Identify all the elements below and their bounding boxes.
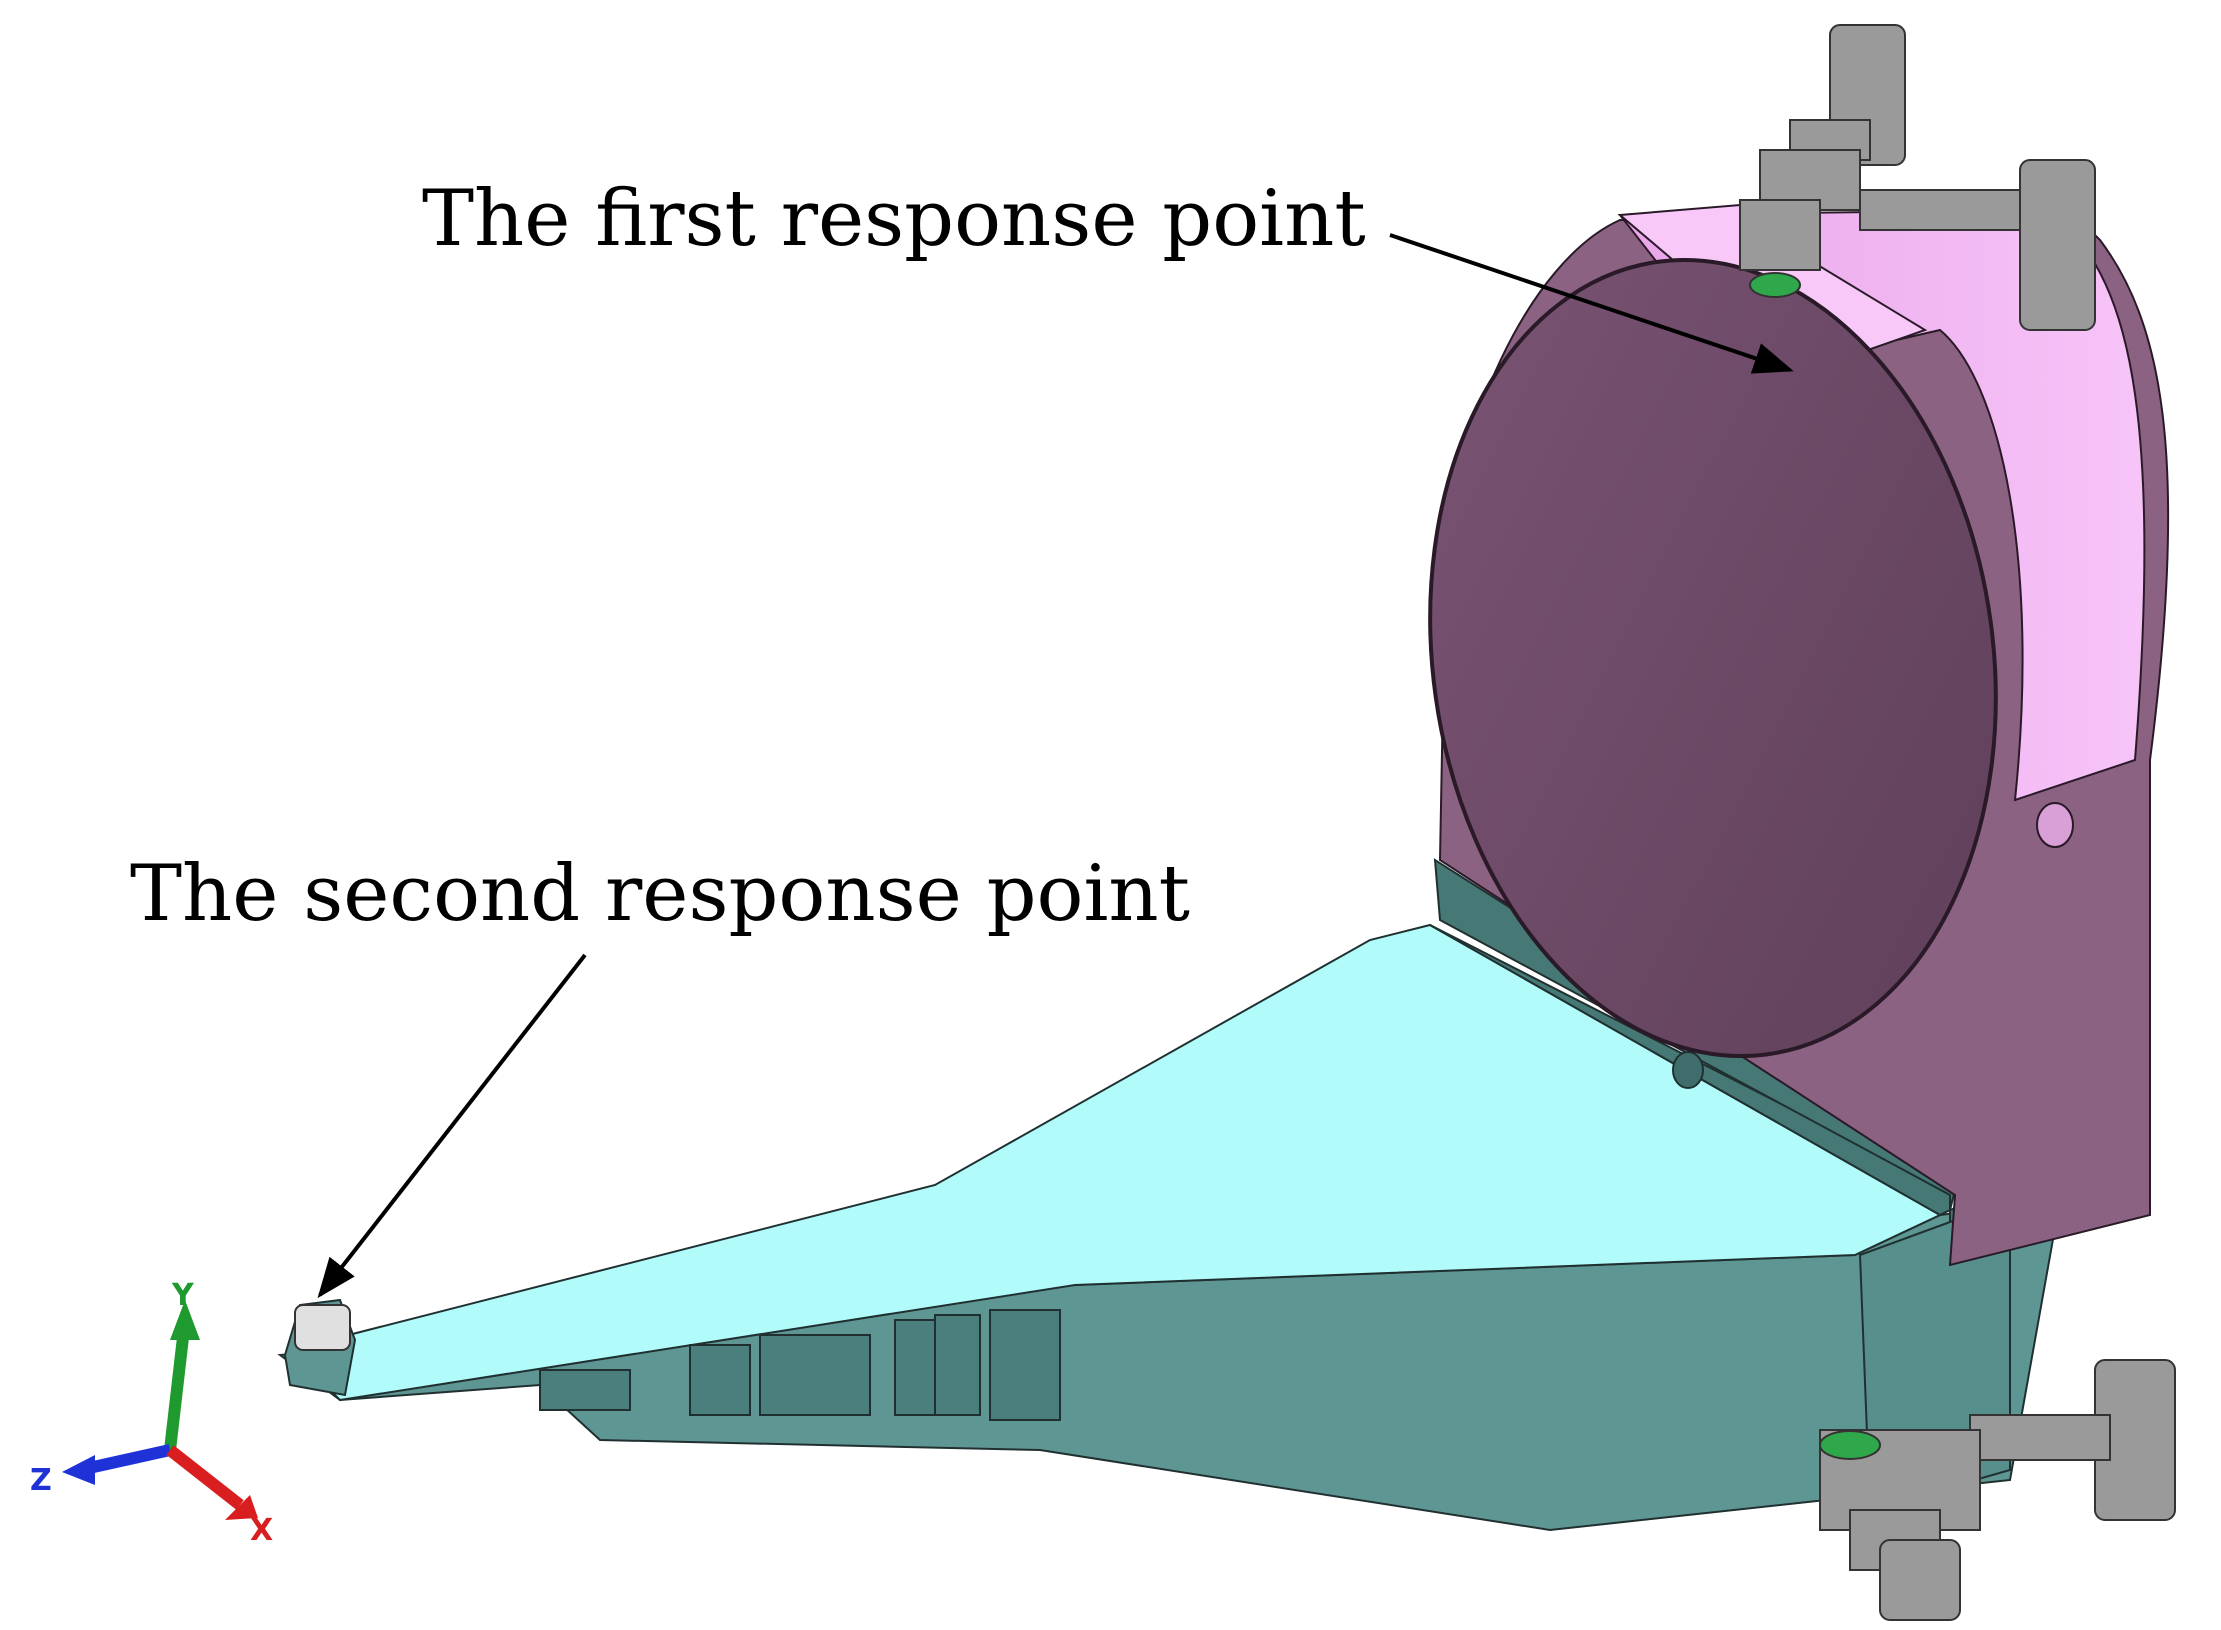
second-response-arrow [317, 953, 587, 1299]
x-axis-arrow [166, 1445, 244, 1510]
z-axis-label: Z [30, 1463, 52, 1498]
tip-sensor [294, 1304, 351, 1351]
x-axis-head [225, 1495, 258, 1520]
housing-hole [2036, 802, 2074, 848]
coordinate-triad: Y Z X [30, 1278, 273, 1548]
base-hole [1672, 1051, 1704, 1089]
y-axis-head [170, 1300, 200, 1340]
z-axis-head [62, 1455, 95, 1485]
annotation-second-response-point: The second response point [130, 849, 1190, 1299]
y-axis-label: Y [171, 1278, 195, 1313]
fixture-bottom [1819, 1359, 2176, 1621]
y-axis-arrow [164, 1319, 191, 1451]
base-ribs [539, 1309, 1061, 1421]
second-response-point-label: The second response point [130, 849, 1190, 939]
first-response-arrow [1389, 233, 1794, 374]
fixture-top [1739, 24, 2096, 331]
annotation-first-response-point: The first response point [422, 174, 1794, 374]
x-axis-label: X [250, 1513, 273, 1548]
wedge-base [277, 858, 2112, 1532]
disk-face [1428, 257, 1998, 1059]
first-response-point-label: The first response point [422, 174, 1366, 264]
